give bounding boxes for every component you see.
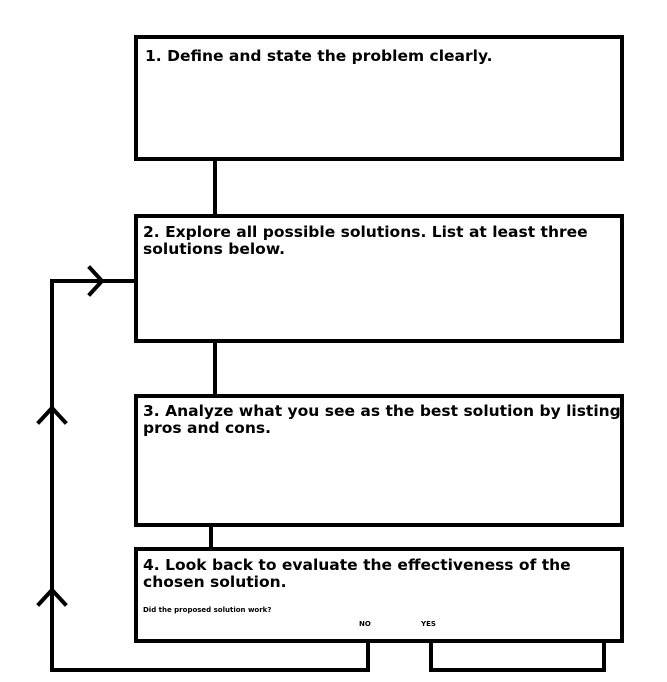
step-1-text: 1. Define and state the problem clearly. [145,48,615,65]
step-2-text: 2. Explore all possible solutions. List … [143,224,613,258]
yes-label: YES [421,620,436,628]
yes-exit-line [429,639,606,672]
step-3-text: 3. Analyze what you see as the best solu… [143,403,621,437]
step-4-number: 4. [143,556,160,574]
step-2-box [134,214,624,343]
step-1-number: 1. [145,47,162,65]
no-label: NO [359,620,371,628]
arrow-up-icon-lower [36,587,68,607]
evaluation-question: Did the proposed solution work? [143,606,272,614]
step-3-box [134,394,624,527]
step-4-label: Look back to evaluate the effectiveness … [143,556,571,591]
step-2-number: 2. [143,223,160,241]
arrow-right-icon [87,265,105,297]
step-1-label: Define and state the problem clearly. [167,47,493,65]
arrow-up-icon-upper [36,405,68,425]
step-3-number: 3. [143,402,160,420]
step-4-box [134,547,624,643]
step-4-text: 4. Look back to evaluate the effectivene… [143,557,613,591]
step-3-label: Analyze what you see as the best solutio… [143,402,621,437]
step-1-box [134,35,624,161]
step-2-label: Explore all possible solutions. List at … [143,223,588,258]
no-feedback-loop [50,279,370,672]
